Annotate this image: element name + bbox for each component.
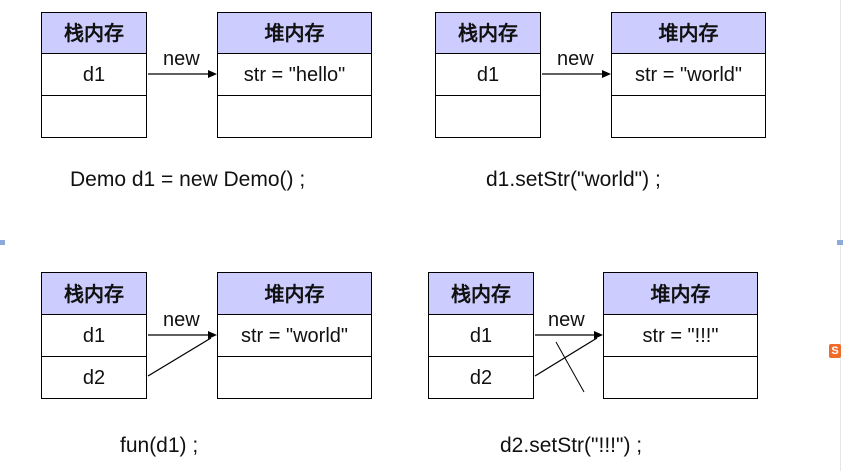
heap-cell: str = "world"	[217, 314, 372, 357]
heap-cell: str = "hello"	[217, 53, 372, 96]
heap-memory-table: 堆内存 str = "!!!"	[603, 272, 758, 399]
stack-memory-table: 栈内存 d1	[41, 12, 147, 138]
heap-cell	[217, 95, 372, 138]
stack-cell: d1	[41, 314, 147, 357]
right-edge-line	[840, 0, 841, 471]
stack-memory-table: 栈内存 d1	[435, 12, 541, 138]
code-caption: d2.setStr("!!!") ;	[500, 434, 643, 457]
new-label: new	[163, 48, 200, 70]
stack-memory-table: 栈内存 d1 d2	[41, 272, 147, 399]
stack-cell: d2	[428, 356, 534, 399]
heap-header: 堆内存	[217, 272, 372, 315]
new-label: new	[548, 309, 585, 331]
heap-header: 堆内存	[603, 272, 758, 315]
code-caption: d1.setStr("world") ;	[486, 168, 661, 191]
right-edge-marker	[837, 240, 843, 245]
stack-cell	[41, 95, 147, 138]
stack-memory-table: 栈内存 d1 d2	[428, 272, 534, 399]
heap-memory-table: 堆内存 str = "hello"	[217, 12, 372, 138]
heap-memory-table: 堆内存 str = "world"	[217, 272, 372, 399]
stack-header: 栈内存	[428, 272, 534, 315]
heap-memory-table: 堆内存 str = "world"	[611, 12, 766, 138]
stack-cell: d1	[435, 53, 541, 96]
sogou-input-icon[interactable]: S	[829, 344, 841, 358]
stack-header: 栈内存	[41, 12, 147, 54]
heap-header: 堆内存	[217, 12, 372, 54]
stack-cell: d2	[41, 356, 147, 399]
heap-cell	[611, 95, 766, 138]
cross-out-mark	[555, 341, 585, 393]
stack-cell	[435, 95, 541, 138]
new-label: new	[557, 48, 594, 70]
heap-cell	[603, 356, 758, 399]
stack-header: 栈内存	[435, 12, 541, 54]
new-label: new	[163, 309, 200, 331]
code-caption: Demo d1 = new Demo() ;	[70, 168, 306, 191]
left-edge-marker	[0, 240, 5, 245]
heap-cell	[217, 356, 372, 399]
heap-cell: str = "world"	[611, 53, 766, 96]
stack-cell: d1	[428, 314, 534, 357]
code-caption: fun(d1) ;	[120, 434, 199, 457]
